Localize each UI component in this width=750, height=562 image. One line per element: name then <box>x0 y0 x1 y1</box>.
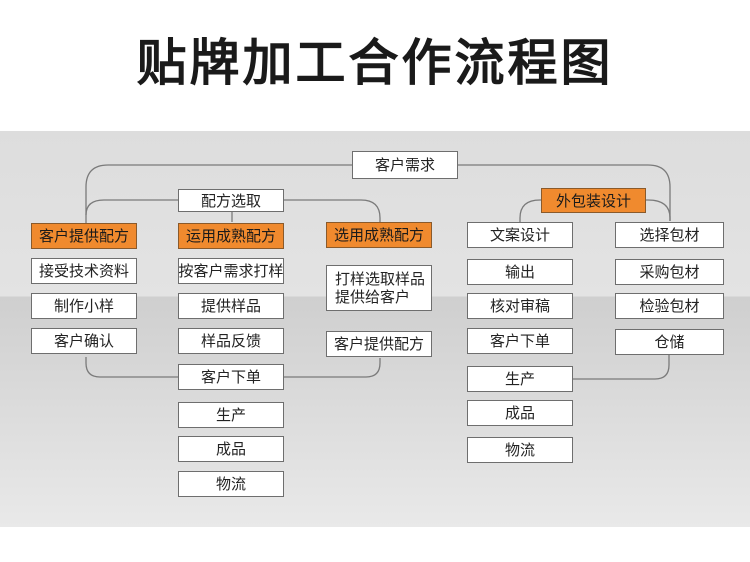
node-output: 输出 <box>467 259 573 285</box>
node-customer-demand: 客户需求 <box>352 151 458 179</box>
node-sample-to-customer: 打样选取样品 提供给客户 <box>326 265 432 311</box>
node-proofreading: 核对审稿 <box>467 293 573 319</box>
node-sample-feedback: 样品反馈 <box>178 328 284 354</box>
connector-top-left <box>85 164 352 226</box>
connector-packaging-left <box>519 199 541 222</box>
node-sample-by-demand: 按客户需求打样 <box>178 258 284 284</box>
node-left-logistics: 物流 <box>178 471 284 497</box>
node-receive-tech-data: 接受技术资料 <box>31 258 137 284</box>
node-right-logistics: 物流 <box>467 437 573 463</box>
node-copywriting: 文案设计 <box>467 222 573 248</box>
connector-merge-right <box>284 358 381 378</box>
node-packaging-design: 外包装设计 <box>541 188 646 213</box>
connector-formula-right <box>284 199 381 222</box>
node-formula-selection: 配方选取 <box>178 189 284 212</box>
node-customer-provides-formula: 客户提供配方 <box>326 331 432 357</box>
node-customer-confirm: 客户确认 <box>31 328 137 354</box>
connector-formula-left <box>85 199 178 216</box>
node-select-packaging: 选择包材 <box>615 222 724 248</box>
node-left-production: 生产 <box>178 402 284 428</box>
node-mature-formula-apply: 运用成熟配方 <box>178 223 284 249</box>
node-inspect-packaging: 检验包材 <box>615 293 724 319</box>
node-left-product: 成品 <box>178 436 284 462</box>
connector-merge-left <box>85 357 178 378</box>
node-left-order: 客户下单 <box>178 364 284 390</box>
connector-storage-merge <box>573 355 670 380</box>
node-right-order: 客户下单 <box>467 328 573 354</box>
node-customer-formula: 客户提供配方 <box>31 223 137 249</box>
node-make-sample: 制作小样 <box>31 293 137 319</box>
node-storage: 仓储 <box>615 329 724 355</box>
node-mature-formula-choose: 选用成熟配方 <box>326 222 432 248</box>
node-right-production: 生产 <box>467 366 573 392</box>
connector-top-right <box>458 164 671 221</box>
node-purchase-packaging: 采购包材 <box>615 259 724 285</box>
diagram-title: 贴牌加工合作流程图 <box>136 34 614 92</box>
node-right-product: 成品 <box>467 400 573 426</box>
connector-packaging-right <box>646 199 671 221</box>
node-provide-sample: 提供样品 <box>178 293 284 319</box>
